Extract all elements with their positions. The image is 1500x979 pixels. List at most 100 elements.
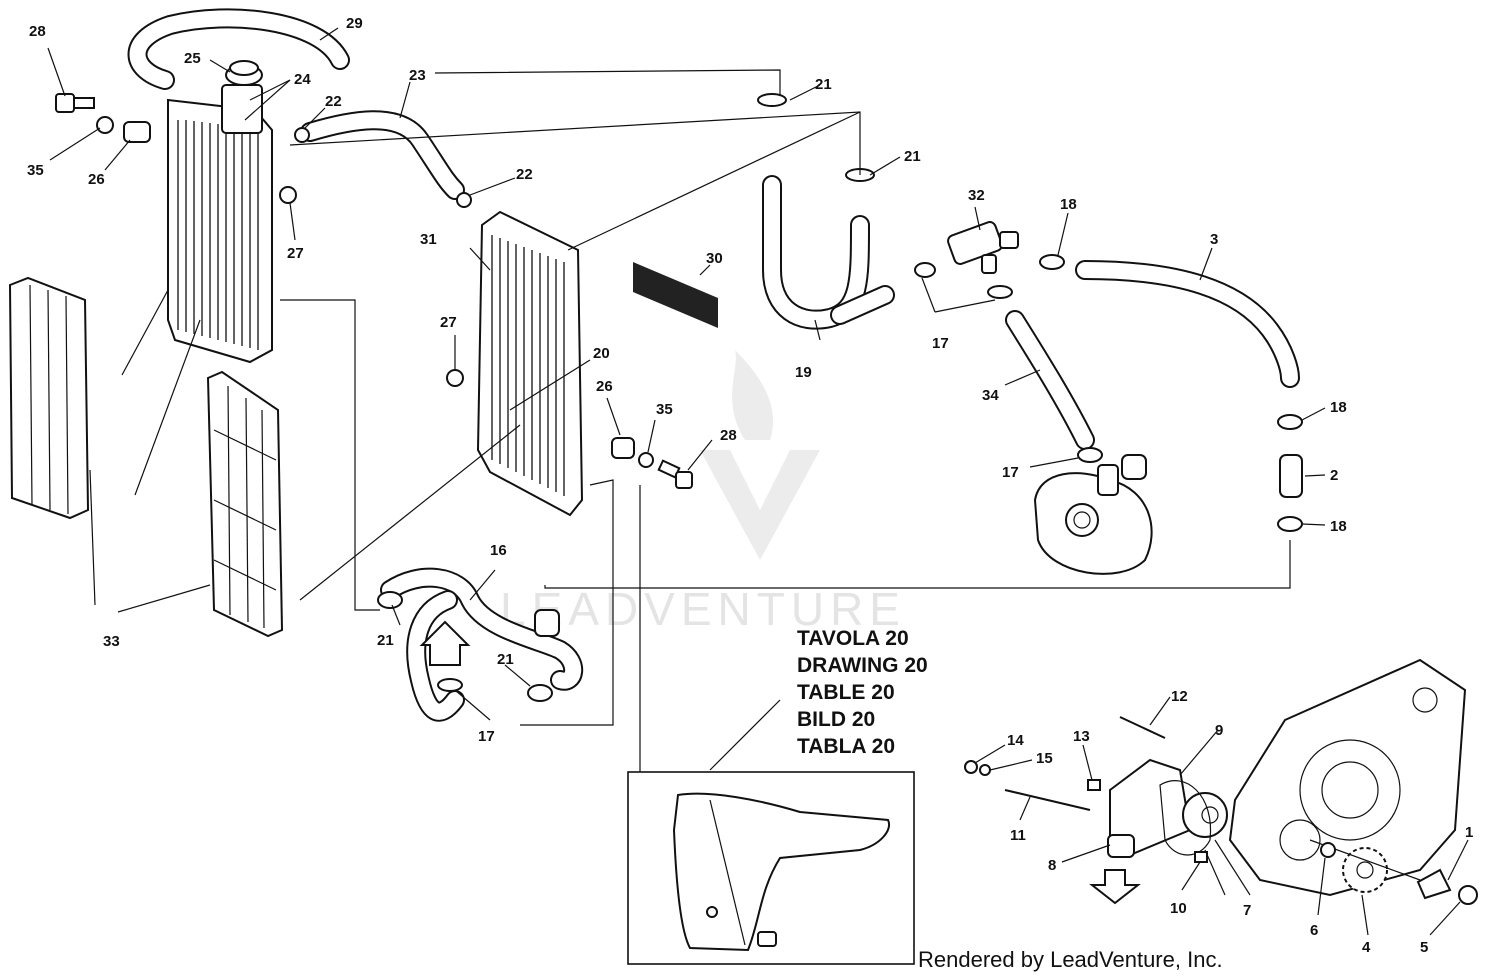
clamp-21-c <box>377 591 403 609</box>
callout-14: 14 <box>1007 732 1024 749</box>
callout-18-a: 18 <box>1060 196 1077 213</box>
watermark-flame <box>732 350 774 440</box>
grommet-26-right <box>611 437 635 459</box>
watermark-text: LEADVENTURE <box>500 583 906 635</box>
callout-26-b: 26 <box>596 378 613 395</box>
callout-28-b: 28 <box>720 427 737 444</box>
callout-21-a: 21 <box>815 76 832 93</box>
callout-34: 34 <box>982 387 999 404</box>
table-ref-line-4: BILD 20 <box>797 708 875 731</box>
washer-35-right <box>638 452 654 468</box>
down-arrow-icon <box>1089 869 1141 905</box>
callout-32: 32 <box>968 187 985 204</box>
shroud-bolt <box>757 931 777 947</box>
right-radiator-fins <box>491 235 565 496</box>
clamp-17-c <box>1077 447 1103 463</box>
callout-6: 6 <box>1310 922 1318 939</box>
clamp-22-lower <box>456 192 472 208</box>
callout-2: 2 <box>1330 467 1338 484</box>
water-pump-gasket <box>1159 780 1212 856</box>
cylinder-head <box>1033 454 1153 575</box>
callout-22-b: 22 <box>516 166 533 183</box>
callout-17-a: 17 <box>932 335 949 352</box>
foam-pad <box>633 262 718 328</box>
callout-22-a: 22 <box>325 93 342 110</box>
washer-15 <box>979 764 991 776</box>
callout-4: 4 <box>1362 939 1371 956</box>
callout-8: 8 <box>1048 857 1056 874</box>
callout-26-a: 26 <box>88 171 105 188</box>
callout-27-b: 27 <box>440 314 457 331</box>
callout-11: 11 <box>1010 827 1026 844</box>
callout-21-b: 21 <box>904 148 921 165</box>
footer-credit: Rendered by LeadVenture, Inc. <box>918 947 1223 972</box>
callout-3: 3 <box>1210 231 1218 248</box>
left-radiator <box>167 84 273 364</box>
bolt-13 <box>1087 779 1101 791</box>
callout-15: 15 <box>1036 750 1053 767</box>
thermostat-housing <box>947 221 1019 274</box>
callout-13: 13 <box>1073 728 1090 745</box>
callout-17-b: 17 <box>1002 464 1019 481</box>
left-louver-panel <box>8 276 90 520</box>
watermark: LEADVENTURE <box>500 350 906 635</box>
callout-35-a: 35 <box>27 162 44 179</box>
callout-16: 16 <box>490 542 507 559</box>
clamp-17-b <box>987 285 1013 299</box>
left-radiator-fins <box>177 120 259 350</box>
crankcase-cover <box>1228 658 1467 897</box>
callout-18-b: 18 <box>1330 399 1347 416</box>
callout-20: 20 <box>593 345 610 362</box>
callout-28-a: 28 <box>29 23 46 40</box>
callout-21-d: 21 <box>497 651 514 668</box>
clamp-21-d <box>527 684 553 702</box>
bolt-27-left <box>279 186 297 204</box>
clamp-18-c <box>1277 516 1303 532</box>
clamp-18-a <box>1039 254 1065 270</box>
callout-21-c: 21 <box>377 632 394 649</box>
bolt-28-right <box>657 459 693 489</box>
hose-outlet <box>534 609 560 637</box>
washer-35-left <box>96 116 114 134</box>
callout-7: 7 <box>1243 902 1251 919</box>
callout-9: 9 <box>1215 722 1223 739</box>
radiator-cap <box>225 60 263 86</box>
right-radiator <box>476 210 584 517</box>
clamp-17-a <box>914 262 936 278</box>
callout-27-a: 27 <box>287 245 304 262</box>
water-pump-body <box>1107 758 1228 858</box>
callout-30: 30 <box>706 250 723 267</box>
clamp-21-a <box>757 93 787 107</box>
up-arrow-icon <box>419 620 471 666</box>
table-ref-line-1: TAVOLA 20 <box>797 627 909 650</box>
callout-25: 25 <box>184 50 201 67</box>
bolt-28-left <box>55 93 95 113</box>
grommet-26-left <box>123 121 151 143</box>
table-ref-line-3: TABLE 20 <box>797 681 895 704</box>
callout-35-b: 35 <box>656 401 673 418</box>
middle-louver-panel <box>206 370 284 638</box>
table-reference-lines: TAVOLA 20 DRAWING 20 TABLE 20 BILD 20 TA… <box>797 627 928 758</box>
connector-2 <box>1279 454 1303 498</box>
callout-17-c: 17 <box>478 728 495 745</box>
pump-gear <box>1342 847 1388 893</box>
callout-19: 19 <box>795 364 812 381</box>
clamp-22-top <box>294 127 310 143</box>
callout-24: 24 <box>294 71 311 88</box>
nut-5 <box>1458 885 1478 905</box>
table-ref-line-2: DRAWING 20 <box>797 654 928 677</box>
table-ref-line-5: TABLA 20 <box>797 735 895 758</box>
callout-numbers: 1 2 3 4 5 6 7 8 9 10 11 12 13 14 15 16 1… <box>27 15 1473 956</box>
bolt-27-right <box>446 369 464 387</box>
washer-6 <box>1320 842 1336 858</box>
callout-1: 1 <box>1465 824 1473 841</box>
long-bolt-11 <box>1004 789 1091 811</box>
radiator-shroud <box>672 792 891 952</box>
bolt-12 <box>1119 716 1166 739</box>
watermark-logo <box>700 450 820 560</box>
callout-18-c: 18 <box>1330 518 1347 535</box>
clamp-17-d <box>437 678 463 692</box>
callout-29: 29 <box>346 15 363 32</box>
washer-14 <box>964 760 978 774</box>
